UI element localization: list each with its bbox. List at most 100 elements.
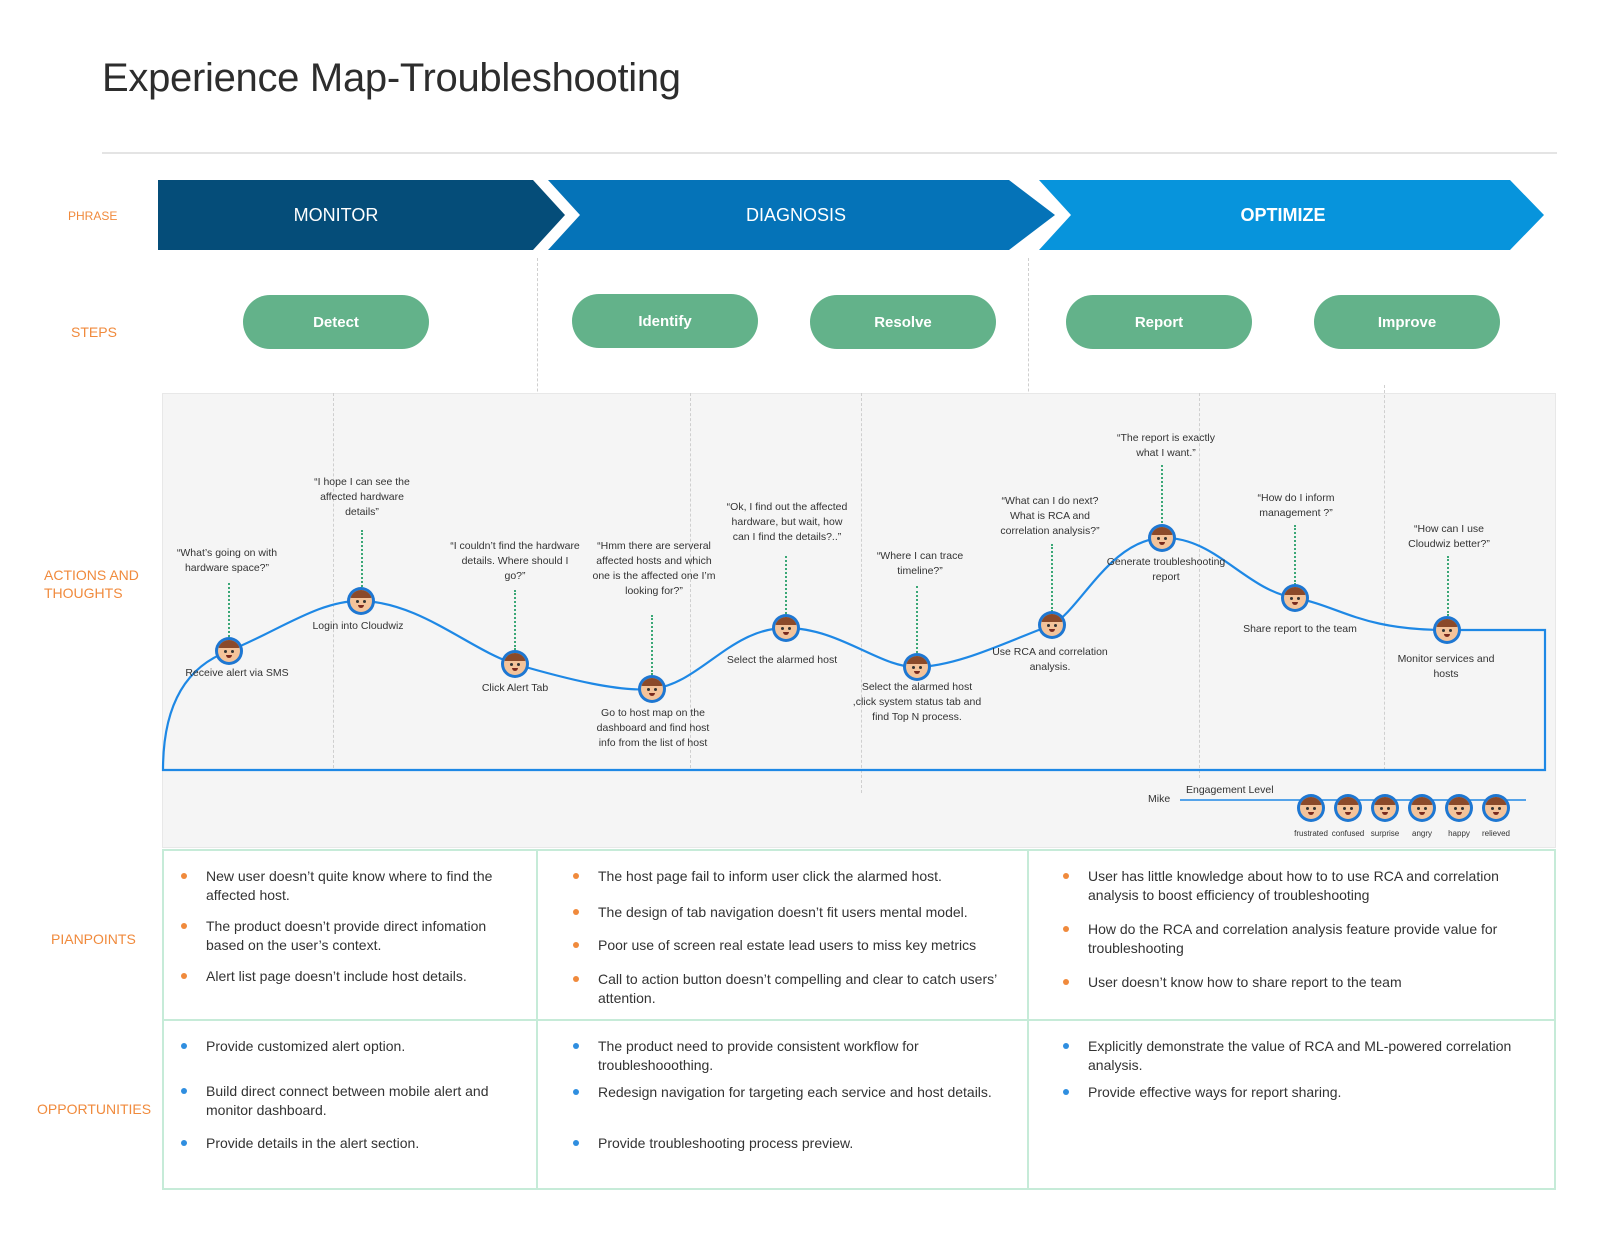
journey-panel (162, 393, 1556, 848)
confused-face-icon (347, 587, 375, 615)
phase-diagnosis-shape (548, 180, 1055, 250)
relieved-face-icon (1281, 584, 1309, 612)
action-caption: Monitor services and hosts (1397, 653, 1495, 680)
thought-bubble: “I couldn’t find the hardware details. W… (450, 540, 580, 582)
thought-leader-line (1161, 465, 1163, 523)
list-item: User has little knowledge about how to t… (1063, 867, 1513, 905)
thought-bubble: “How do I inform management ?” (1257, 492, 1335, 519)
step-improve: Improve (1314, 295, 1500, 349)
legend-angry-face-icon (1408, 794, 1436, 822)
list-item: The product need to provide consistent w… (573, 1037, 993, 1075)
bullet-dot-icon (1063, 1043, 1069, 1049)
action-caption: Receive alert via SMS (185, 667, 289, 679)
page-title: Experience Map-Troubleshooting (102, 56, 681, 100)
bullet-dot-icon (573, 1043, 579, 1049)
step-detect: Detect (243, 295, 429, 349)
bullet-dot-icon (573, 976, 579, 982)
thought-bubble: “Where I can trace timeline?” (876, 550, 964, 577)
thought-bubble: “Ok, I find out the affected hardware, b… (726, 501, 848, 543)
bullet-dot-icon (573, 1089, 579, 1095)
phase-monitor-shape (158, 180, 565, 250)
step-divider-line (1384, 385, 1385, 770)
grid-divider (162, 1019, 1556, 1021)
list-item: Provide customized alert option. (181, 1037, 405, 1056)
list-item: Poor use of screen real estate lead user… (573, 936, 976, 955)
list-item: The product doesn’t provide direct infom… (181, 917, 521, 955)
list-item: Provide troubleshooting process preview. (573, 1134, 853, 1153)
row-label-painpoints: PIANPOINTS (51, 931, 136, 947)
step-divider-line (690, 393, 691, 768)
list-item: Explicitly demonstrate the value of RCA … (1063, 1037, 1513, 1075)
list-item: User doesn’t know how to share report to… (1063, 973, 1402, 992)
legend-emotion-label: relieved (1481, 829, 1511, 838)
legend-surprise-face-icon (1371, 794, 1399, 822)
list-item: Redesign navigation for targeting each s… (573, 1083, 992, 1102)
frustrated-face-icon (215, 637, 243, 665)
action-caption: Login into Cloudwiz (312, 620, 404, 632)
legend-emotion-label: confused (1331, 829, 1365, 838)
title-divider (102, 152, 1557, 154)
bullet-dot-icon (181, 1140, 187, 1146)
phase-monitor-label: MONITOR (293, 205, 379, 225)
bullet-dot-icon (1063, 926, 1069, 932)
bullet-dot-icon (181, 1043, 187, 1049)
bullet-dot-icon (181, 1088, 187, 1094)
surprise-face-icon (501, 650, 529, 678)
row-label-phrase: PHRASE (68, 209, 118, 223)
bullet-dot-icon (573, 942, 579, 948)
engagement-curve-path (161, 536, 1547, 772)
confused-face-icon (1038, 611, 1066, 639)
bullet-dot-icon (573, 909, 579, 915)
phase-optimize-label: OPTIMIZE (1240, 205, 1326, 225)
confused-face-icon (772, 614, 800, 642)
row-label-steps: STEPS (71, 324, 117, 340)
legend-happy-face-icon (1445, 794, 1473, 822)
action-caption: Go to host map on the dashboard and find… (596, 707, 710, 749)
bullet-dot-icon (181, 873, 187, 879)
legend-emotion-label: surprise (1370, 829, 1400, 838)
bullet-dot-icon (181, 923, 187, 929)
thought-bubble: “How can I use Cloudwiz better?” (1408, 523, 1490, 550)
legend-emotion-label: frustrated (1294, 829, 1328, 838)
row-label-opportunities: OPPORTUNITIES (37, 1101, 152, 1117)
step-resolve: Resolve (810, 295, 996, 349)
action-caption: Use RCA and correlation analysis. (992, 646, 1108, 673)
bullet-dot-icon (181, 973, 187, 979)
thought-leader-line (361, 530, 363, 587)
bullet-dot-icon (1063, 873, 1069, 879)
thought-bubble: “I hope I can see the affected hardware … (314, 476, 410, 518)
list-item: The design of tab navigation doesn’t fit… (573, 903, 968, 922)
list-item: Build direct connect between mobile aler… (181, 1082, 521, 1120)
legend-axis-label: Engagement Level (1186, 784, 1274, 796)
bullet-dot-icon (573, 1140, 579, 1146)
confused-face-icon (1433, 616, 1461, 644)
step-identify: Identify (572, 294, 758, 348)
legend-confused-face-icon (1334, 794, 1362, 822)
legend-relieved-face-icon (1482, 794, 1510, 822)
bullet-dot-icon (1063, 979, 1069, 985)
legend-frustrated-face-icon (1297, 794, 1325, 822)
list-item: The host page fail to inform user click … (573, 867, 942, 886)
phase-banner (158, 180, 1544, 250)
list-item: Provide effective ways for report sharin… (1063, 1083, 1341, 1102)
thought-leader-line (228, 583, 230, 637)
thought-leader-line (785, 556, 787, 614)
step-divider-line (333, 393, 334, 768)
bullet-dot-icon (573, 873, 579, 879)
list-item: Alert list page doesn’t include host det… (181, 967, 467, 986)
phase-optimize-shape (1039, 180, 1544, 250)
list-item: New user doesn’t quite know where to fin… (181, 867, 521, 905)
thought-leader-line (916, 586, 918, 653)
thought-leader-line (1294, 525, 1296, 585)
action-caption: Select the alarmed host (726, 654, 838, 666)
thought-leader-line (651, 615, 653, 675)
list-item: Provide details in the alert section. (181, 1134, 419, 1153)
action-caption: Generate troubleshooting report (1106, 556, 1226, 583)
list-item: How do the RCA and correlation analysis … (1063, 920, 1513, 958)
thought-leader-line (514, 590, 516, 650)
list-item: Call to action button doesn’t compelling… (573, 970, 1013, 1008)
thought-leader-line (1051, 544, 1053, 612)
legend-emotion-label: angry (1411, 829, 1433, 838)
action-caption: Select the alarmed host ,click system st… (852, 681, 982, 723)
row-label-actions: ACTIONS AND THOUGHTS (44, 567, 139, 601)
